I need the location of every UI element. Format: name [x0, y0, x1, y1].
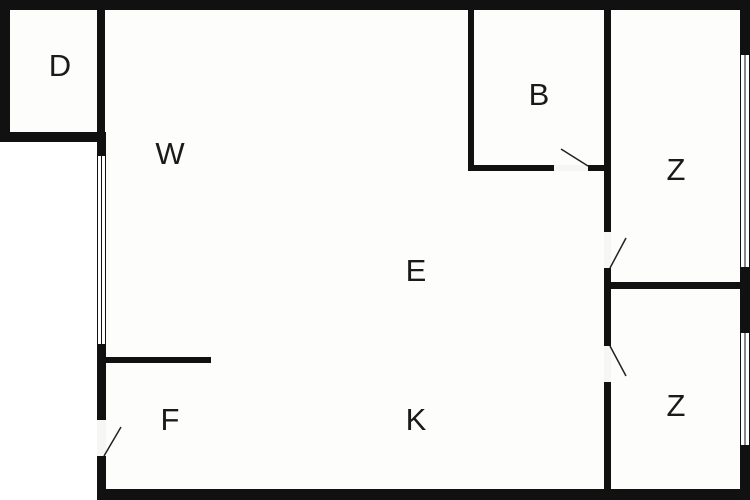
wall-f-top	[105, 357, 211, 363]
door-b	[554, 148, 589, 171]
wall-d-w	[97, 0, 105, 142]
windows	[98, 55, 749, 445]
door-z-upper-opening	[604, 232, 611, 268]
wall-b-bottom	[468, 165, 610, 171]
floor-areas	[9, 9, 743, 493]
room-label-k: K	[406, 402, 427, 437]
wall-bottom	[97, 489, 750, 500]
room-labels: D W B Z E Z F K	[49, 48, 686, 437]
wall-b-left	[468, 9, 474, 171]
door-b-swing	[560, 148, 589, 167]
door-b-opening	[554, 165, 588, 171]
door-z-lower-opening	[604, 346, 611, 382]
wall-z-divider	[604, 282, 744, 289]
doors	[97, 148, 627, 457]
door-z-upper-swing	[609, 237, 627, 269]
wall-bottom-d	[0, 132, 106, 142]
room-label-z-upper: Z	[667, 152, 686, 187]
room-label-w: W	[155, 136, 185, 171]
floor-storage-d	[9, 9, 99, 131]
room-label-e: E	[406, 253, 427, 288]
door-f-opening	[97, 420, 106, 456]
room-label-z-lower: Z	[667, 388, 686, 423]
room-label-d: D	[49, 48, 71, 83]
door-z-lower-swing	[609, 345, 627, 377]
room-label-f: F	[161, 402, 180, 437]
wall-left-d	[0, 0, 10, 142]
door-f-swing	[103, 426, 122, 457]
door-f-entrance	[97, 420, 122, 457]
door-z-upper	[604, 232, 627, 269]
floor-main	[105, 9, 743, 493]
wall-top	[0, 0, 750, 10]
door-z-lower	[604, 345, 627, 382]
room-label-b: B	[529, 77, 550, 112]
